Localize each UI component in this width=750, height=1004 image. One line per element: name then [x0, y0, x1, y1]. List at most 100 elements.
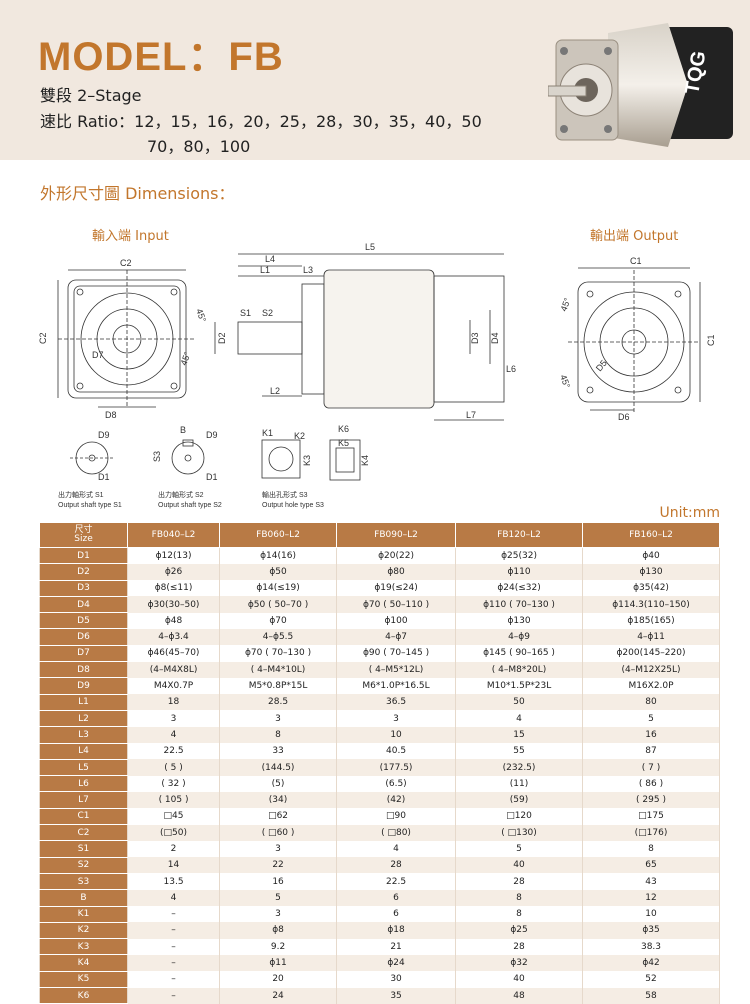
table-cell: ϕ35 [582, 922, 720, 939]
label-d8: D8 [105, 410, 117, 420]
table-cell: 10 [336, 726, 457, 744]
column-header: FB090–L2 [336, 522, 457, 548]
row-label: L4 [39, 743, 128, 760]
table-cell: 65 [582, 857, 720, 874]
label-45-out-a: 45° [558, 296, 572, 313]
table-cell: 4 [126, 726, 221, 744]
label-d6: D6 [618, 412, 630, 422]
table-cell: 28.5 [219, 694, 338, 711]
table-cell: ϕ25(32) [455, 547, 584, 564]
table-cell: 14 [126, 857, 221, 874]
table-cell: ϕ70 ( 70–130 ) [219, 645, 338, 662]
label-l3: L3 [303, 265, 313, 275]
table-cell: ϕ14(16) [219, 547, 338, 564]
table-cell: 35 [336, 987, 457, 1004]
input-end-view: C2 C2 D8 D7 45° 45° [38, 258, 208, 420]
table-cell: ϕ14(≤19) [219, 580, 338, 597]
table-cell: ϕ110 ( 70–130 ) [455, 596, 584, 613]
label-d9-s2: D9 [206, 430, 218, 440]
model-title: MODEL：FB [38, 35, 284, 79]
label-l1: L1 [260, 265, 270, 275]
label-c2-top: C2 [120, 258, 132, 268]
table-cell: ϕ145 ( 90–165 ) [455, 645, 584, 662]
table-cell: 28 [455, 938, 584, 955]
column-header: FB060–L2 [219, 522, 338, 548]
table-cell: ϕ130 [582, 563, 720, 581]
table-cell: ϕ114.3(110–150) [582, 596, 720, 613]
table-cell: 50 [455, 694, 584, 711]
table-cell: 9.2 [219, 938, 338, 955]
table-cell: 6 [336, 889, 457, 907]
table-cell: ( □130) [455, 824, 584, 841]
label-d9-s1: D9 [98, 430, 110, 440]
table-cell: (6.5) [336, 775, 457, 792]
label-s1: S1 [240, 308, 251, 318]
table-cell: 3 [219, 840, 338, 858]
table-row: D8(4–M4X8L)( 4–M4*10L)( 4–M5*12L)( 4–M8*… [39, 661, 720, 679]
table-cell: ϕ100 [336, 612, 457, 629]
table-cell: M10*1.5P*23L [455, 677, 584, 695]
table-cell: ϕ24 [336, 954, 457, 972]
table-cell: M4X0.7P [126, 677, 221, 695]
table-cell: 87 [582, 743, 720, 760]
table-cell: 52 [582, 971, 720, 988]
row-label: D1 [39, 547, 128, 565]
table-cell: 5 [582, 710, 720, 727]
table-cell: 3 [219, 710, 338, 727]
table-cell: ( 5 ) [126, 759, 221, 776]
table-header-row: 尺寸 Size FB040–L2 FB060–L2 FB090–L2 FB120… [39, 522, 720, 548]
label-d2: D2 [217, 332, 227, 344]
row-label: K6 [39, 987, 128, 1004]
label-d7: D7 [92, 350, 104, 360]
row-label: K2 [39, 922, 128, 940]
table-cell: 4 [126, 889, 221, 907]
table-cell: ϕ185(165) [582, 612, 720, 629]
table-cell: – [126, 987, 221, 1004]
table-cell: ϕ48 [126, 612, 221, 629]
row-label: D3 [39, 580, 128, 597]
row-label: K3 [39, 938, 128, 956]
label-45-a: 45° [194, 307, 208, 324]
row-label: S2 [39, 857, 128, 874]
row-label: D5 [39, 612, 128, 630]
row-label: S1 [39, 840, 128, 858]
shaft-s2-en: Output shaft type S2 [158, 502, 222, 509]
label-l7: L7 [466, 410, 476, 420]
row-label: K4 [39, 954, 128, 972]
table-row: L5( 5 )(144.5)(177.5)(232.5)( 7 ) [39, 759, 720, 777]
label-d1-s2: D1 [206, 472, 218, 482]
label-b: B [180, 425, 186, 435]
label-k2: K2 [294, 431, 305, 441]
label-d1-s1: D1 [98, 472, 110, 482]
table-cell: ϕ80 [336, 563, 457, 581]
table-cell: 28 [336, 857, 457, 874]
gearbox-photo: TQG [548, 23, 733, 147]
table-cell: ϕ70 ( 50–110 ) [336, 596, 457, 613]
table-cell: ϕ25 [455, 922, 584, 939]
table-cell: ϕ110 [455, 563, 584, 581]
input-label: 輸入端 Input [92, 229, 169, 244]
label-k6: K6 [338, 424, 349, 434]
column-header: FB160–L2 [582, 522, 720, 548]
table-cell: ϕ70 [219, 612, 338, 629]
side-view: L5 L4 L1 L3 S1 S2 D2 L2 D3 D4 L6 L7 [214, 242, 516, 421]
table-cell: 5 [455, 840, 584, 858]
table-cell: 4 [455, 710, 584, 727]
row-label: L6 [39, 775, 128, 793]
table-cell: ϕ42 [582, 954, 720, 972]
size-header-cn: 尺寸 [74, 525, 93, 535]
table-cell: ( 295 ) [582, 791, 720, 809]
table-cell: ϕ90 ( 70–145 ) [336, 645, 457, 662]
label-l2: L2 [270, 386, 280, 396]
table-cell: – [126, 906, 221, 923]
label-c2-side: C2 [38, 332, 48, 344]
table-cell: 21 [336, 938, 457, 955]
table-row: L7( 105 )(34)(42)(59)( 295 ) [39, 791, 720, 809]
table-cell: 33 [219, 743, 338, 760]
table-cell: M6*1.0P*16.5L [336, 677, 457, 695]
